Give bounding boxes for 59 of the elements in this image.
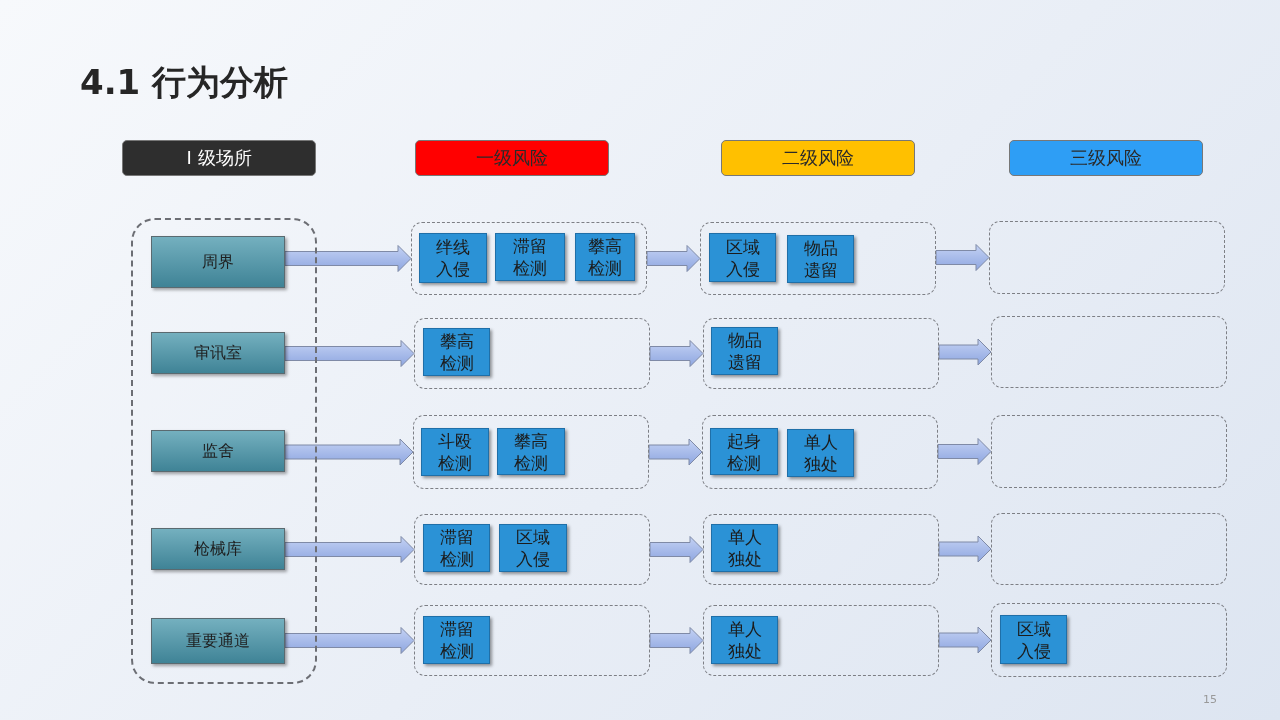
- page-number: 15: [1203, 693, 1217, 706]
- detection-box: 攀高检测: [575, 233, 635, 281]
- risk-group-frame: [703, 514, 939, 585]
- detection-box: 区域入侵: [709, 233, 776, 282]
- detection-box: 绊线入侵: [419, 233, 487, 283]
- location-box: 重要通道: [151, 618, 285, 664]
- block-arrow: [284, 627, 415, 654]
- detection-box: 斗殴检测: [421, 428, 489, 476]
- location-box: 审讯室: [151, 332, 285, 374]
- location-group-frame: [131, 218, 317, 684]
- detection-box: 滞留检测: [423, 524, 490, 572]
- slide-title: 4.1 行为分析: [80, 61, 289, 104]
- detection-box: 起身检测: [710, 428, 778, 475]
- block-arrow: [935, 244, 990, 271]
- risk-group-frame: [989, 221, 1225, 294]
- block-arrow: [648, 438, 703, 466]
- risk-group-frame: [414, 514, 650, 585]
- risk-group-frame: [703, 318, 939, 389]
- block-arrow: [938, 535, 992, 563]
- header-box: I 级场所: [122, 140, 316, 176]
- risk-group-frame: [991, 513, 1227, 585]
- detection-box: 区域入侵: [499, 524, 567, 572]
- block-arrow: [284, 340, 415, 367]
- block-arrow: [649, 340, 704, 367]
- location-box: 周界: [151, 236, 285, 288]
- risk-group-frame: [991, 603, 1227, 677]
- header-box: 三级风险: [1009, 140, 1203, 176]
- detection-box: 滞留检测: [423, 616, 490, 664]
- risk-group-frame: [414, 605, 650, 676]
- risk-group-frame: [413, 415, 649, 489]
- block-arrow: [284, 438, 414, 466]
- risk-group-frame: [991, 415, 1227, 488]
- detection-box: 区域入侵: [1000, 615, 1067, 664]
- detection-box: 物品遗留: [787, 235, 854, 283]
- detection-box: 单人独处: [711, 524, 778, 572]
- risk-group-frame: [411, 222, 647, 295]
- risk-group-frame: [991, 316, 1227, 388]
- detection-box: 滞留检测: [495, 233, 565, 281]
- risk-group-frame: [702, 415, 938, 489]
- block-arrow: [284, 536, 415, 563]
- risk-group-frame: [700, 222, 936, 295]
- block-arrow: [938, 338, 992, 366]
- block-arrow: [937, 438, 992, 465]
- header-box: 二级风险: [721, 140, 915, 176]
- risk-group-frame: [414, 318, 650, 389]
- detection-box: 物品遗留: [711, 327, 778, 375]
- detection-box: 攀高检测: [423, 328, 490, 376]
- block-arrow: [649, 627, 704, 654]
- risk-group-frame: [703, 605, 939, 676]
- header-box: 一级风险: [415, 140, 609, 176]
- detection-box: 攀高检测: [497, 428, 565, 475]
- detection-box: 单人独处: [711, 616, 778, 664]
- detection-box: 单人独处: [787, 429, 854, 477]
- block-arrow: [938, 626, 992, 654]
- block-arrow: [284, 245, 412, 272]
- location-box: 监舍: [151, 430, 285, 472]
- block-arrow: [646, 245, 701, 272]
- location-box: 枪械库: [151, 528, 285, 570]
- block-arrow: [649, 536, 704, 563]
